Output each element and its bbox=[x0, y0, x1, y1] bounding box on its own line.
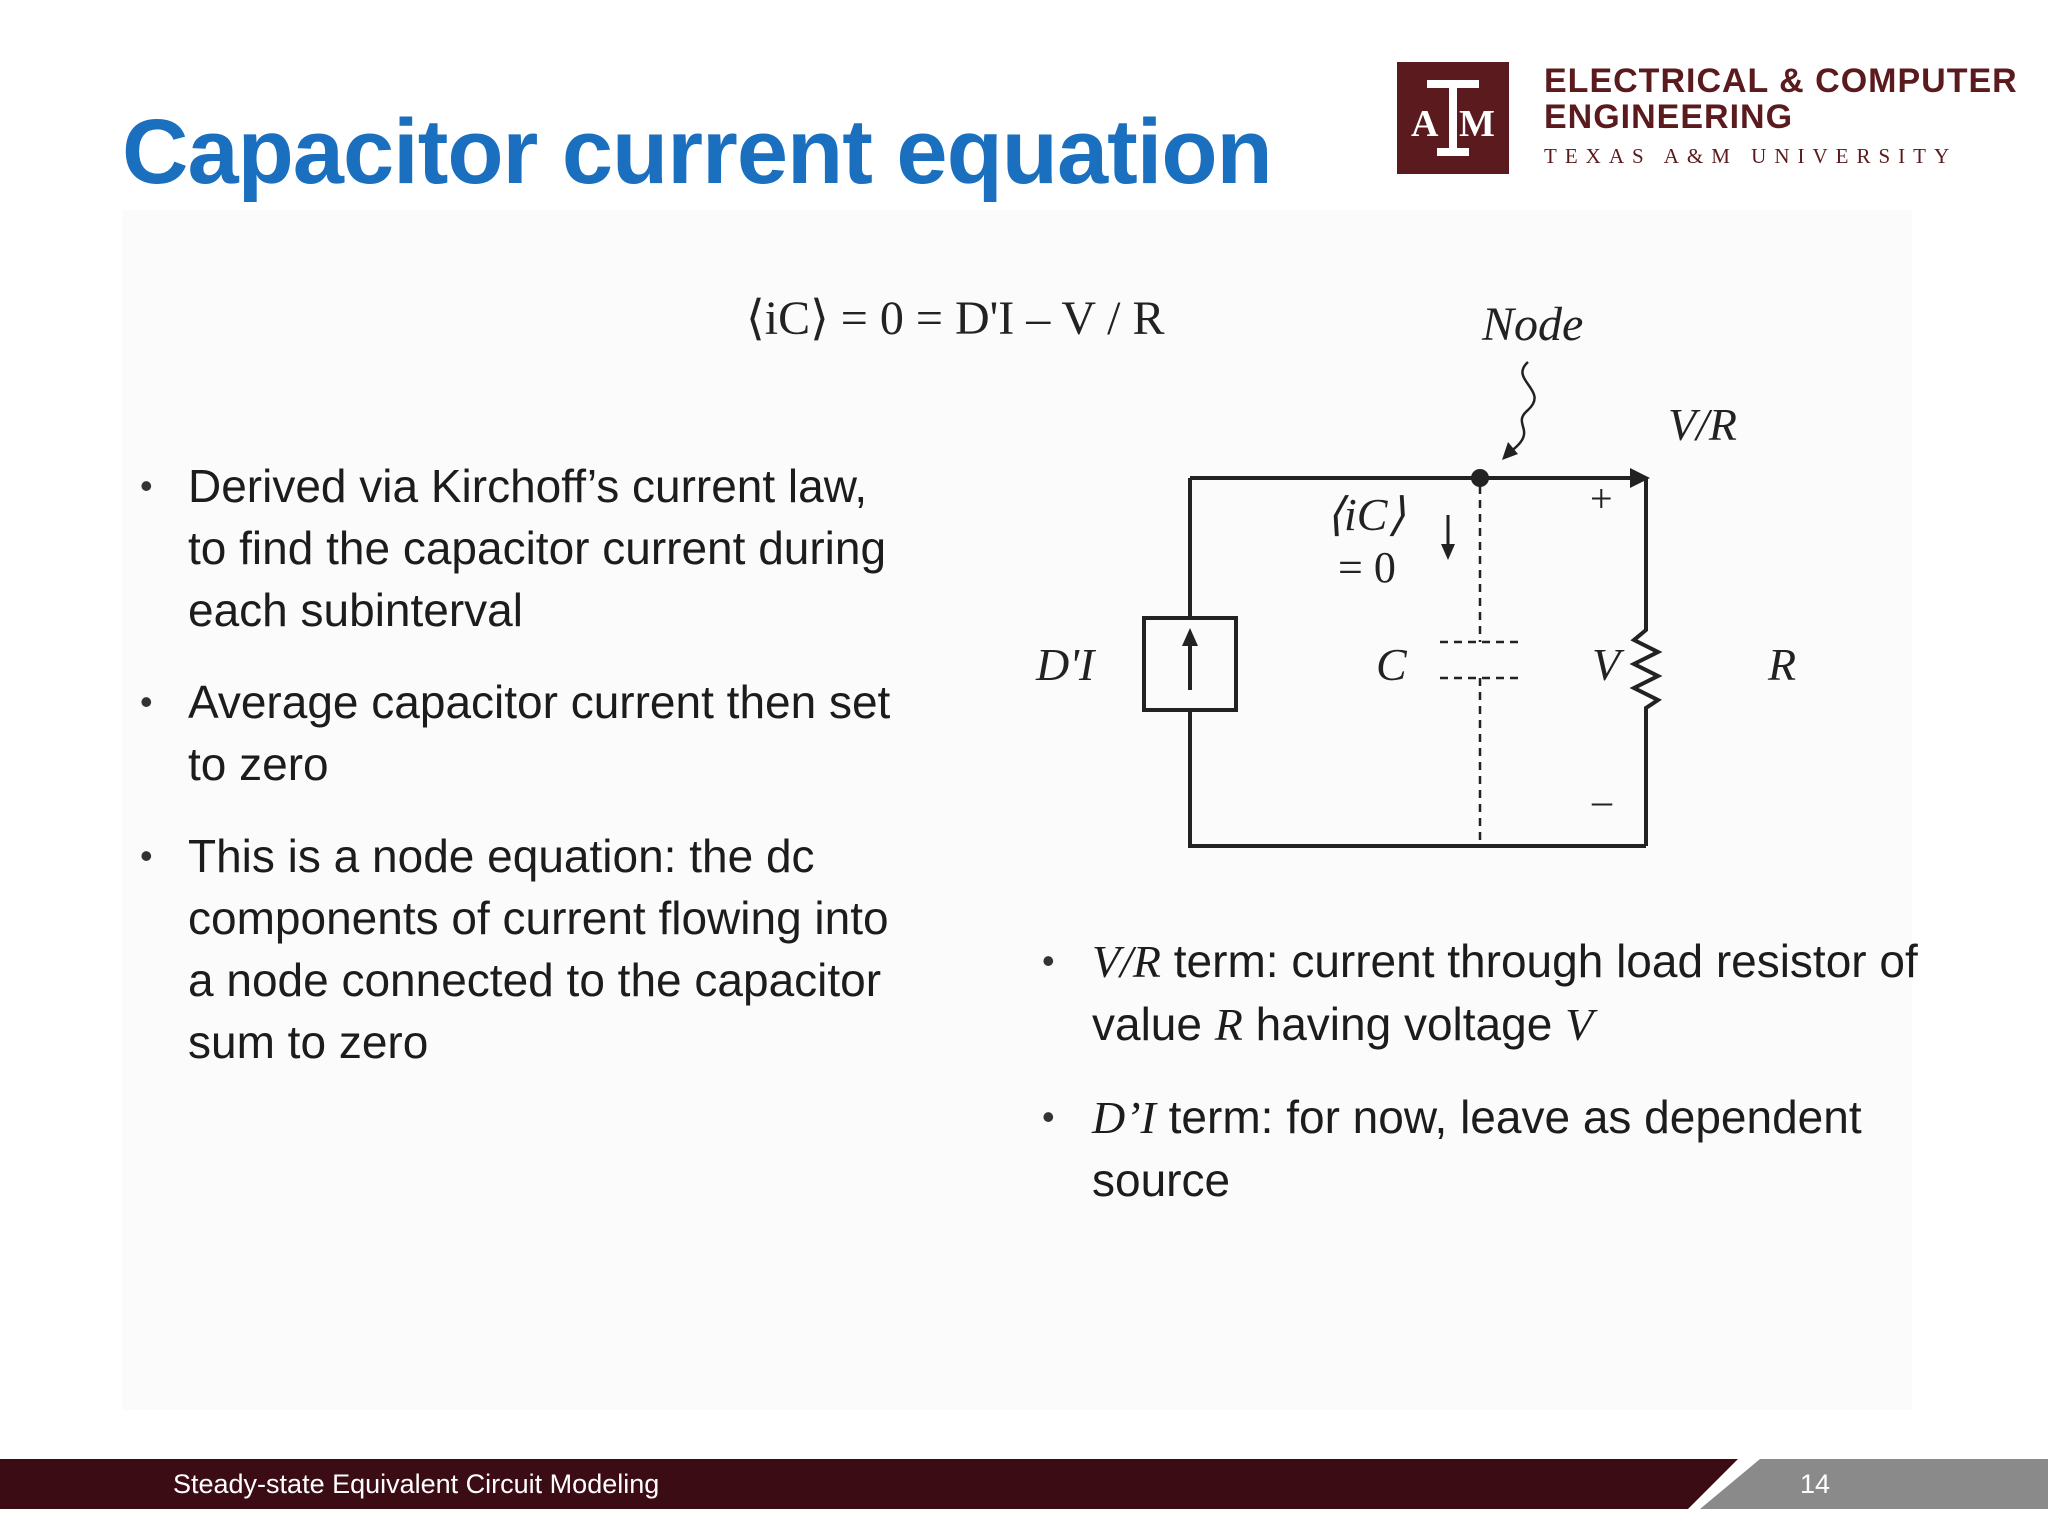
list-item: Average capacitor current then set to ze… bbox=[136, 671, 916, 795]
math-term: V/R bbox=[1092, 936, 1161, 987]
equation-text: ⟨iC⟩ = 0 = D'I – V / R bbox=[746, 292, 1165, 345]
bullet-text: term: for now, leave as dependent source bbox=[1092, 1091, 1862, 1206]
ic-arrow-head bbox=[1441, 544, 1455, 560]
cap-current-label: ⟨iC⟩ bbox=[1326, 489, 1405, 540]
list-item: Derived via Kirchoff’s current law, to f… bbox=[136, 455, 916, 641]
cap-label: C bbox=[1376, 639, 1408, 690]
capacitor-equation: ⟨iC⟩ = 0 = D'I – V / R bbox=[746, 290, 1165, 346]
voltage-label: V bbox=[1592, 639, 1625, 690]
svg-text:M: M bbox=[1459, 103, 1495, 145]
list-item: This is a node equation: the dc componen… bbox=[136, 825, 916, 1073]
node-pointer-head bbox=[1502, 442, 1518, 460]
tamu-logo-icon: A M bbox=[1411, 80, 1495, 156]
minus-sign: – bbox=[1591, 778, 1613, 823]
vr-arrow-head bbox=[1630, 468, 1650, 488]
resistor-label: R bbox=[1767, 639, 1796, 690]
right-wire-resistor bbox=[1629, 478, 1663, 846]
list-item: D’I term: for now, leave as dependent so… bbox=[1036, 1086, 1936, 1211]
plus-sign: + bbox=[1590, 476, 1613, 521]
footer-page-block bbox=[1700, 1459, 2048, 1509]
page-number: 14 bbox=[1800, 1469, 1831, 1499]
vr-label: V/R bbox=[1668, 399, 1737, 450]
brand-university: TEXAS A&M UNIVERSITY bbox=[1544, 144, 1958, 168]
svg-text:A: A bbox=[1411, 103, 1439, 145]
left-bullet-list: Derived via Kirchoff’s current law, to f… bbox=[136, 455, 916, 1103]
math-term: D’I bbox=[1092, 1092, 1156, 1143]
right-bullet-list: V/R term: current through load resistor … bbox=[1036, 930, 1936, 1241]
left-bottom-wire bbox=[1188, 478, 1646, 848]
cap-current-value: = 0 bbox=[1338, 543, 1396, 592]
brand-line-2: ENGINEERING bbox=[1544, 98, 1794, 136]
circuit-diagram: Node V/R D'I ⟨iC⟩ C V R = 0 + – bbox=[1035, 298, 1796, 848]
source-label: D'I bbox=[1035, 639, 1097, 690]
math-term: R bbox=[1214, 999, 1243, 1050]
bullet-text: term: current through load resistor of v… bbox=[1092, 935, 1918, 1050]
math-term: V bbox=[1565, 999, 1594, 1050]
list-item: V/R term: current through load resistor … bbox=[1036, 930, 1936, 1056]
slide-title: Capacitor current equation bbox=[122, 101, 1273, 203]
tamu-logo: A M bbox=[1397, 62, 1509, 174]
source-arrow-head bbox=[1182, 628, 1198, 646]
node-pointer bbox=[1509, 361, 1536, 454]
current-source-box bbox=[1142, 616, 1238, 712]
bullet-text: having voltage bbox=[1242, 998, 1566, 1050]
node-dot bbox=[1471, 469, 1489, 487]
brand-line-1: ELECTRICAL & COMPUTER bbox=[1544, 62, 2018, 100]
node-label: Node bbox=[1481, 298, 1583, 351]
footer-title: Steady-state Equivalent Circuit Modeling bbox=[173, 1469, 660, 1499]
